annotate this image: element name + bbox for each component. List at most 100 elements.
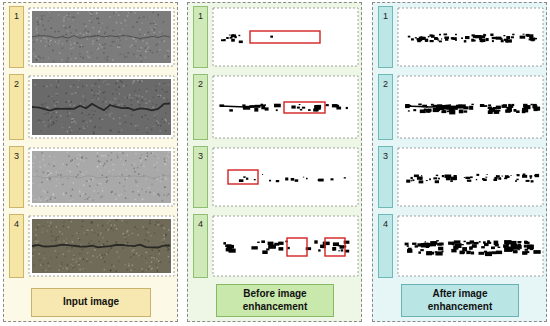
texture-grain bbox=[119, 152, 121, 154]
texture-grain bbox=[48, 20, 50, 22]
crack-pixel bbox=[528, 245, 532, 248]
crack-pixel bbox=[476, 174, 479, 176]
texture-grain bbox=[149, 101, 151, 103]
texture-grain bbox=[131, 45, 133, 47]
texture-grain bbox=[122, 152, 124, 154]
texture-grain bbox=[52, 96, 54, 98]
crack-pixel bbox=[300, 109, 302, 111]
texture-grain bbox=[52, 50, 54, 52]
texture-grain bbox=[79, 191, 81, 193]
crack-pixel bbox=[229, 34, 231, 36]
texture-grain bbox=[135, 153, 137, 155]
crack-pixel bbox=[479, 252, 485, 255]
crack-pixel bbox=[221, 39, 224, 41]
texture-grain bbox=[47, 197, 49, 199]
crack-pixel bbox=[476, 179, 477, 180]
binary-image bbox=[401, 79, 540, 135]
texture-grain bbox=[141, 200, 143, 202]
texture-grain bbox=[52, 235, 54, 237]
texture-grain bbox=[109, 222, 111, 224]
texture-grain bbox=[106, 182, 108, 184]
texture-grain bbox=[145, 178, 147, 180]
texture-grain bbox=[163, 235, 165, 237]
texture-grain bbox=[104, 91, 106, 93]
texture-grain bbox=[43, 121, 45, 123]
texture-grain bbox=[145, 51, 147, 53]
crack-pixel bbox=[515, 180, 517, 182]
texture-grain bbox=[113, 12, 115, 14]
texture-grain bbox=[92, 199, 94, 201]
texture-grain bbox=[80, 103, 82, 105]
crack-pixel bbox=[498, 247, 501, 248]
highlight-box bbox=[325, 238, 345, 256]
texture-grain bbox=[111, 225, 113, 227]
panel-ground bbox=[3, 2, 178, 322]
texture-grain bbox=[50, 111, 52, 113]
texture-grain bbox=[32, 253, 34, 255]
binary-image bbox=[216, 11, 355, 63]
crack-pixel bbox=[428, 36, 430, 37]
texture-grain bbox=[91, 92, 93, 94]
texture-grain bbox=[156, 44, 158, 46]
texture-grain bbox=[120, 53, 122, 55]
texture-grain bbox=[157, 43, 159, 45]
crack-pixel bbox=[332, 247, 336, 251]
texture-grain bbox=[91, 15, 93, 17]
texture-grain bbox=[49, 156, 51, 158]
texture-grain bbox=[126, 25, 128, 27]
crack-pixel bbox=[226, 37, 229, 39]
texture-grain bbox=[68, 271, 70, 273]
texture-grain bbox=[91, 21, 93, 23]
texture-grain bbox=[158, 15, 160, 16]
texture-grain bbox=[47, 230, 49, 232]
texture-grain bbox=[96, 13, 98, 15]
texture-grain bbox=[45, 38, 47, 40]
crack-pixel bbox=[333, 249, 335, 251]
texture-grain bbox=[50, 117, 52, 119]
texture-grain bbox=[157, 169, 159, 171]
texture-grain bbox=[165, 130, 167, 132]
texture-grain bbox=[80, 171, 82, 173]
crack-pixel bbox=[461, 37, 463, 39]
crack-pixel bbox=[266, 248, 269, 250]
texture-grain bbox=[48, 174, 50, 176]
pavement-texture bbox=[32, 151, 170, 202]
texture-grain bbox=[70, 32, 72, 34]
texture-grain bbox=[49, 225, 51, 227]
texture-grain bbox=[139, 49, 141, 51]
texture-grain bbox=[140, 158, 142, 160]
texture-grain bbox=[89, 196, 91, 198]
texture-grain bbox=[38, 197, 40, 199]
texture-grain bbox=[121, 129, 123, 131]
panel-ground bbox=[187, 2, 362, 322]
crack-pixel bbox=[485, 177, 487, 178]
texture-grain bbox=[91, 229, 93, 231]
texture-grain bbox=[113, 230, 115, 232]
pavement-texture bbox=[34, 79, 169, 134]
texture-grain bbox=[105, 80, 107, 82]
texture-grain bbox=[137, 129, 139, 131]
texture-grain bbox=[102, 190, 104, 192]
texture-grain bbox=[106, 60, 108, 62]
texture-grain bbox=[86, 180, 88, 182]
texture-grain bbox=[33, 255, 35, 257]
texture-grain bbox=[129, 46, 131, 48]
texture-grain bbox=[85, 171, 87, 173]
texture-grain bbox=[155, 224, 157, 226]
texture-grain bbox=[91, 99, 93, 101]
crack-pixel bbox=[238, 35, 240, 36]
texture-grain bbox=[81, 112, 83, 114]
texture-grain bbox=[89, 185, 91, 187]
texture-grain bbox=[51, 85, 53, 87]
crack-pixel bbox=[482, 179, 483, 181]
texture-grain bbox=[141, 189, 143, 191]
texture-grain bbox=[87, 55, 89, 57]
row-tab: 1 bbox=[9, 6, 24, 68]
texture-grain bbox=[157, 51, 159, 53]
texture-grain bbox=[137, 50, 139, 52]
texture-grain bbox=[117, 80, 119, 82]
texture-grain bbox=[131, 123, 133, 125]
crack-segment bbox=[220, 105, 266, 107]
texture-grain bbox=[54, 162, 56, 164]
texture-grain bbox=[128, 52, 130, 54]
